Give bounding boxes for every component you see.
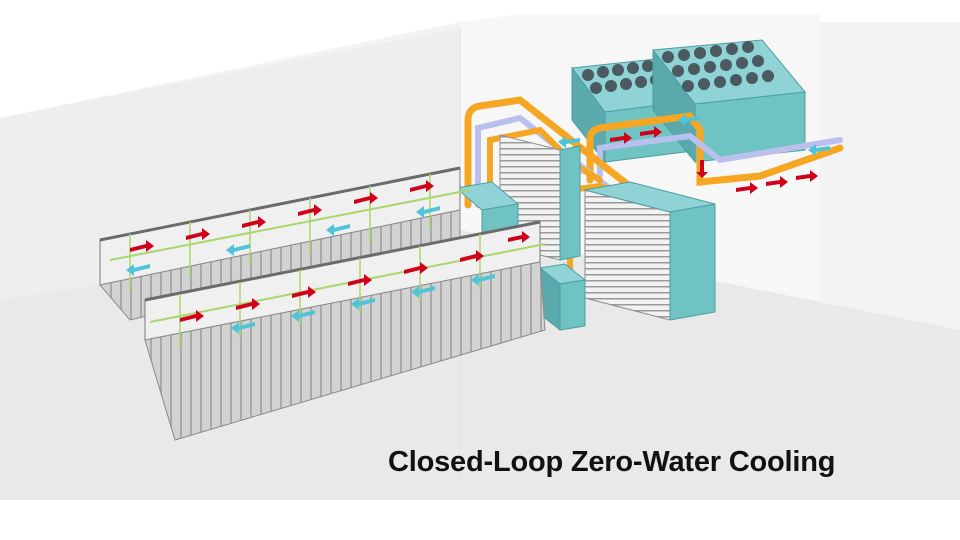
hot-return-arrow bbox=[298, 204, 322, 216]
hot-return-arrow bbox=[508, 231, 530, 243]
cold-supply-arrow bbox=[808, 144, 830, 156]
hot-return-arrows bbox=[130, 126, 818, 322]
hot-return-arrow bbox=[354, 192, 378, 204]
cold-supply-arrow bbox=[326, 224, 350, 236]
hot-return-arrow bbox=[410, 180, 434, 192]
roof-pipe-loop bbox=[586, 112, 844, 186]
cold-supply-arrows bbox=[126, 114, 830, 334]
hot-return-arrow bbox=[610, 132, 632, 144]
diagram-caption: Closed-Loop Zero-Water Cooling bbox=[388, 446, 836, 478]
cold-supply-arrow bbox=[291, 310, 315, 322]
hot-return-arrow bbox=[130, 240, 154, 252]
hot-return-arrow bbox=[180, 310, 204, 322]
hot-return-arrow bbox=[404, 262, 428, 274]
cold-supply-arrow bbox=[471, 274, 495, 286]
hot-return-arrow bbox=[696, 160, 708, 178]
cold-supply-arrow bbox=[351, 298, 375, 310]
hot-return-arrow bbox=[242, 216, 266, 228]
cooling-distribution-unit-front bbox=[538, 263, 587, 332]
cold-supply-arrow bbox=[558, 136, 580, 148]
cold-supply-arrow bbox=[411, 286, 435, 298]
hot-return-arrow bbox=[186, 228, 210, 240]
cold-supply-arrow bbox=[226, 244, 250, 256]
hot-return-arrow bbox=[796, 170, 818, 182]
hot-return-arrow bbox=[236, 298, 260, 310]
hot-return-arrow bbox=[292, 286, 316, 298]
cold-supply-arrow bbox=[231, 322, 255, 334]
cold-supply-arrow bbox=[416, 206, 440, 218]
hot-return-arrow bbox=[736, 182, 758, 194]
cold-supply-arrow bbox=[678, 114, 700, 126]
hot-return-arrow bbox=[348, 274, 372, 286]
hot-return-arrow bbox=[640, 126, 662, 138]
cold-supply-arrow bbox=[126, 264, 150, 276]
hot-return-arrow bbox=[766, 176, 788, 188]
hot-return-arrow bbox=[460, 250, 484, 262]
air-handler-module-front bbox=[584, 181, 716, 321]
